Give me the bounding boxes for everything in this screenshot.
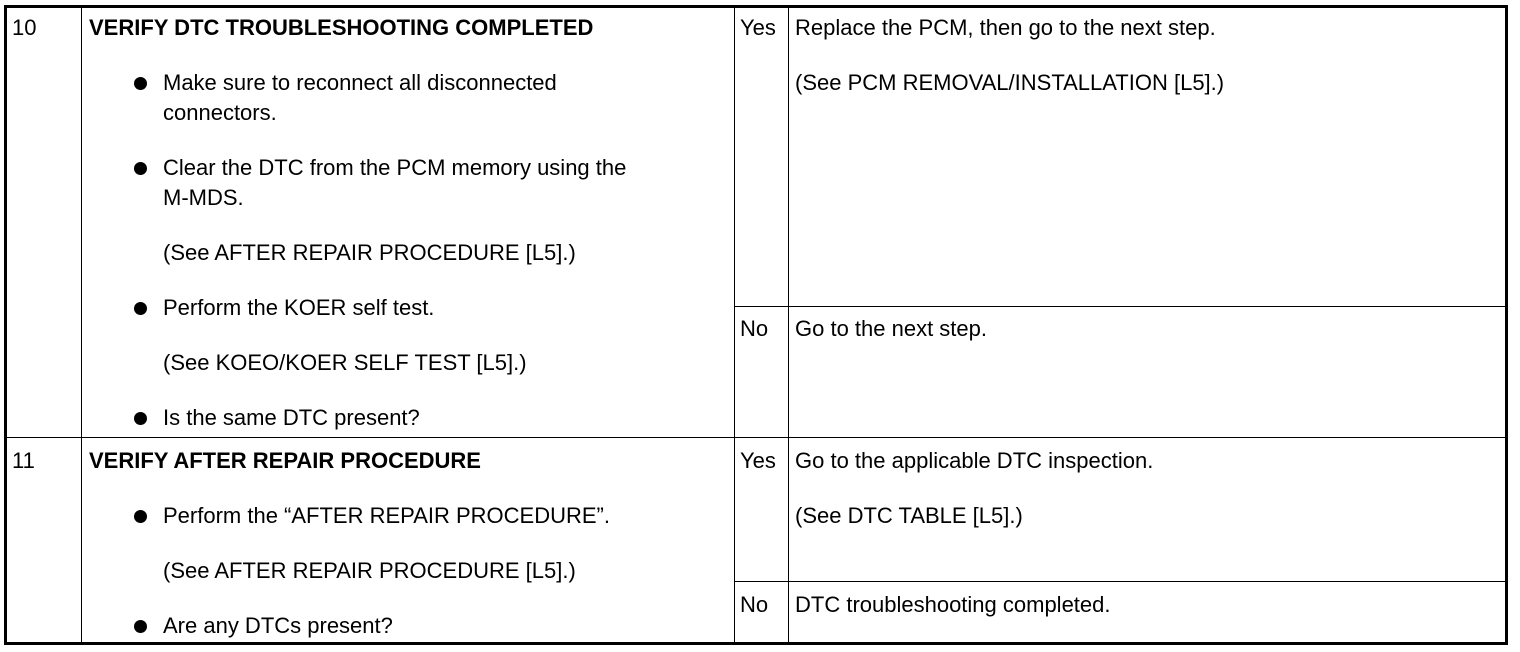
bullet-icon [134, 620, 147, 633]
no-label: No [740, 592, 769, 617]
result-text: Replace the PCM, then go to the next ste… [795, 15, 1216, 40]
bullet-icon [134, 412, 147, 425]
table-border-top [4, 5, 1508, 8]
action-line: Clear the DTC from the PCM memory using … [163, 155, 627, 180]
step-number: 10 [12, 15, 37, 40]
yes-label: Yes [740, 15, 776, 40]
reference-note: (See AFTER REPAIR PROCEDURE [L5].) [163, 240, 576, 265]
column-divider-step [81, 5, 82, 645]
yes-label: Yes [740, 448, 776, 473]
yes-no-divider-row-11 [734, 581, 1508, 582]
result-text: Go to the next step. [795, 316, 988, 341]
action-line: connectors. [163, 100, 277, 125]
action-line: Perform the KOER self test. [163, 295, 435, 320]
reference-note: (See AFTER REPAIR PROCEDURE [L5].) [163, 558, 576, 583]
action-line: Make sure to reconnect all disconnected [163, 70, 557, 95]
bullet-icon [134, 302, 147, 315]
step-number: 11 [12, 448, 35, 473]
table-border-bottom [4, 642, 1508, 645]
reference-note: (See KOEO/KOER SELF TEST [L5].) [163, 350, 527, 375]
action-line: M-MDS. [163, 185, 244, 210]
result-text: DTC troubleshooting completed. [795, 592, 1111, 617]
action-line: Is the same DTC present? [163, 405, 420, 430]
yes-no-divider-row-10 [734, 306, 1508, 307]
table-border-right [1505, 5, 1508, 645]
bullet-icon [134, 510, 147, 523]
action-line: Are any DTCs present? [163, 613, 393, 638]
result-text: (See DTC TABLE [L5].) [795, 503, 1023, 528]
action-line: Perform the “AFTER REPAIR PROCEDURE”. [163, 503, 610, 528]
result-text: Go to the applicable DTC inspection. [795, 448, 1154, 473]
column-divider-action [734, 5, 735, 645]
table-border-left [4, 5, 7, 645]
no-label: No [740, 316, 769, 341]
row-divider [4, 437, 1508, 438]
step-title: VERIFY AFTER REPAIR PROCEDURE [89, 448, 481, 473]
result-text: (See PCM REMOVAL/INSTALLATION [L5].) [795, 70, 1225, 95]
bullet-icon [134, 77, 147, 90]
step-title: VERIFY DTC TROUBLESHOOTING COMPLETED [89, 15, 594, 40]
column-divider-result [788, 5, 789, 645]
bullet-icon [134, 162, 147, 175]
